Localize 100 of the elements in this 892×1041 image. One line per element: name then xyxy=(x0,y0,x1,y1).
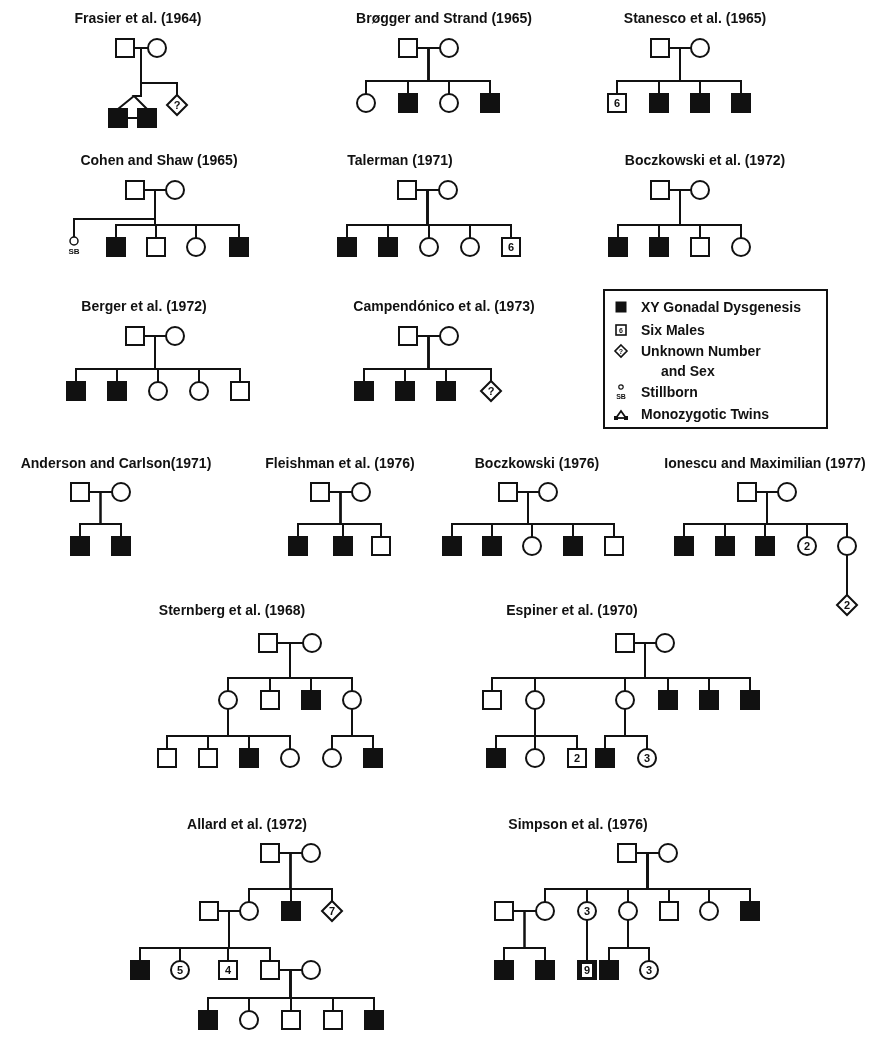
affected-male-square xyxy=(399,94,417,112)
pedigree-title: Berger et al. (1972) xyxy=(81,298,207,314)
affected-male-square xyxy=(109,109,127,127)
pedigree-line xyxy=(627,919,650,962)
pedigree-line xyxy=(633,642,751,692)
female-circle xyxy=(240,1011,258,1029)
female-circle xyxy=(166,181,184,199)
male-square xyxy=(126,181,144,199)
female-circle xyxy=(352,483,370,501)
male-square xyxy=(231,382,249,400)
pedigree-title: Cohen and Shaw (1965) xyxy=(80,152,238,168)
affected-male-square xyxy=(396,382,414,400)
pedigree-line xyxy=(586,919,588,962)
female-circle xyxy=(149,382,167,400)
pedigree-line xyxy=(846,554,848,596)
female-circle xyxy=(838,537,856,555)
affected-male-square xyxy=(240,749,258,767)
female-circle xyxy=(732,238,750,256)
male-square: 6 xyxy=(608,94,626,112)
male-square xyxy=(261,961,279,979)
male-square xyxy=(126,327,144,345)
pedigree-title: Espiner et al. (1970) xyxy=(506,602,638,618)
female-circle xyxy=(619,902,637,920)
male-square xyxy=(282,1011,300,1029)
male-square xyxy=(116,39,134,57)
unknown-sex-diamond: 2 xyxy=(837,595,857,615)
affected-male-square xyxy=(756,537,774,555)
male-square xyxy=(261,691,279,709)
affected-male-square xyxy=(282,902,300,920)
affected-male-square xyxy=(609,238,627,256)
female-circle xyxy=(526,749,544,767)
female-circle: 5 xyxy=(171,961,189,979)
female-circle xyxy=(440,94,458,112)
affected-male-square xyxy=(536,961,554,979)
affected-male-square xyxy=(650,94,668,112)
female-circle xyxy=(539,483,557,501)
male-square xyxy=(738,483,756,501)
female-circle xyxy=(691,39,709,57)
female-circle xyxy=(700,902,718,920)
affected-male-square xyxy=(355,382,373,400)
affected-male-square xyxy=(659,691,677,709)
female-circle xyxy=(343,691,361,709)
pedigree-title: Anderson and Carlson(1971) xyxy=(20,455,212,471)
male-square xyxy=(399,39,417,57)
female-circle: 3 xyxy=(578,902,596,920)
affected-male-square xyxy=(379,238,397,256)
male-square xyxy=(660,902,678,920)
female-circle xyxy=(302,844,320,862)
female-circle xyxy=(240,902,258,920)
affected-male-square xyxy=(564,537,582,555)
pedigree-line xyxy=(328,491,382,538)
affected-male-square xyxy=(691,94,709,112)
pedigree-title: Boczkowski et al. (1972) xyxy=(624,152,786,168)
pedigree-line xyxy=(278,852,333,902)
affected-male-square xyxy=(338,238,356,256)
affected-male-square xyxy=(650,238,668,256)
affected-male-square xyxy=(365,1011,383,1029)
female-circle xyxy=(187,238,205,256)
pedigree-line xyxy=(227,708,291,750)
affected-male-square xyxy=(443,537,461,555)
female-circle xyxy=(166,327,184,345)
affected-male-square xyxy=(334,537,352,555)
pedigree-title: Brøgger and Strand (1965) xyxy=(356,10,532,26)
legend-label: XY Gonadal Dysgenesis xyxy=(641,298,802,317)
affected-male-square xyxy=(199,1011,217,1029)
male-square xyxy=(147,238,165,256)
male-square xyxy=(399,327,417,345)
male-square xyxy=(71,483,89,501)
male-square: 4 xyxy=(219,961,237,979)
pedigree-line xyxy=(624,708,648,750)
male-square xyxy=(651,39,669,57)
affected-male-square xyxy=(700,691,718,709)
pedigree-title: Stanesco et al. (1965) xyxy=(623,10,767,26)
affected-male-square xyxy=(112,537,130,555)
legend-label: Monozygotic Twins xyxy=(641,405,770,424)
male-square xyxy=(200,902,218,920)
pedigree-line xyxy=(415,189,512,239)
female-circle xyxy=(461,238,479,256)
affected-male-square xyxy=(600,961,618,979)
female-circle xyxy=(659,844,677,862)
female-circle xyxy=(190,382,208,400)
male-square xyxy=(259,634,277,652)
pedigree-line xyxy=(351,708,374,750)
pedigree-title: Simpson et al. (1976) xyxy=(508,816,648,832)
pedigree-line xyxy=(516,491,615,538)
male-square xyxy=(261,844,279,862)
affected-male-square xyxy=(483,537,501,555)
male-square: 6 xyxy=(502,238,520,256)
male-square xyxy=(398,181,416,199)
stillborn-label: SB xyxy=(68,247,80,256)
stillborn-circle xyxy=(70,237,78,245)
male-square xyxy=(605,537,623,555)
affected-male-square xyxy=(67,382,85,400)
female-circle xyxy=(357,94,375,112)
female-circle xyxy=(420,238,438,256)
affected-male-square xyxy=(487,749,505,767)
female-circle: 3 xyxy=(640,961,658,979)
pedigree-line xyxy=(755,491,848,538)
unknown-sex-diamond: 7 xyxy=(322,901,342,921)
male-square xyxy=(691,238,709,256)
